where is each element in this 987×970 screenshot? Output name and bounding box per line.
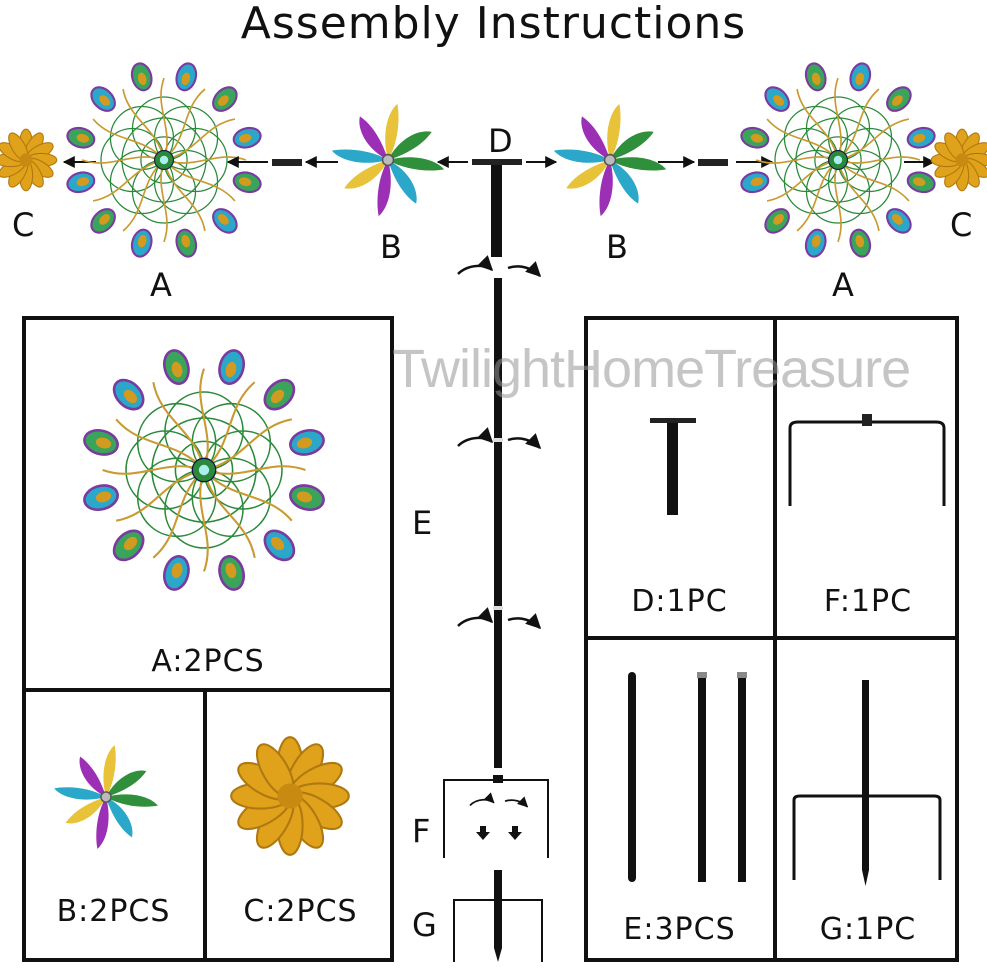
divider-right-h (584, 636, 959, 640)
label-b-right: B (606, 228, 628, 266)
peacock-wheel-a-right (738, 60, 938, 260)
t-bar-d (472, 159, 522, 257)
label-b-left: B (380, 228, 402, 266)
divider-left-h (22, 688, 394, 692)
part-e-drawing (628, 672, 747, 882)
label-d: D (488, 122, 513, 160)
diagram-title: Assembly Instructions (240, 0, 747, 49)
label-a-left: A (150, 266, 172, 304)
connector-left (272, 159, 302, 166)
watermark: TwilightHomeTreasure (392, 339, 911, 399)
label-f: F (412, 812, 431, 850)
flower-c-right (930, 128, 987, 192)
caption-d: D:1PC (631, 584, 728, 619)
label-g: G (412, 906, 437, 944)
parts-panel-left (22, 316, 394, 962)
caption-b: B:2PCS (56, 894, 171, 929)
pinwheel-b-left (331, 103, 445, 217)
caption-a: A:2PCS (151, 644, 265, 679)
caption-f: F:1PC (823, 584, 913, 619)
part-f-drawing (788, 414, 946, 506)
divider-right-v (773, 316, 777, 962)
label-c-right: C (950, 206, 973, 244)
caption-g: G:1PC (819, 912, 917, 947)
peacock-wheel-a-left (64, 60, 264, 260)
connector-right (698, 159, 728, 166)
pole-assembly (443, 266, 549, 962)
label-a-right: A (832, 266, 854, 304)
flower-c-left (0, 128, 58, 192)
label-c-left: C (12, 206, 35, 244)
caption-c: C:2PCS (243, 894, 358, 929)
label-e: E (412, 504, 433, 542)
caption-e: E:3PCS (623, 912, 736, 947)
part-g-drawing (792, 680, 942, 886)
divider-left-v (203, 688, 207, 962)
pinwheel-b-right (553, 103, 667, 217)
part-d-drawing (650, 418, 696, 515)
